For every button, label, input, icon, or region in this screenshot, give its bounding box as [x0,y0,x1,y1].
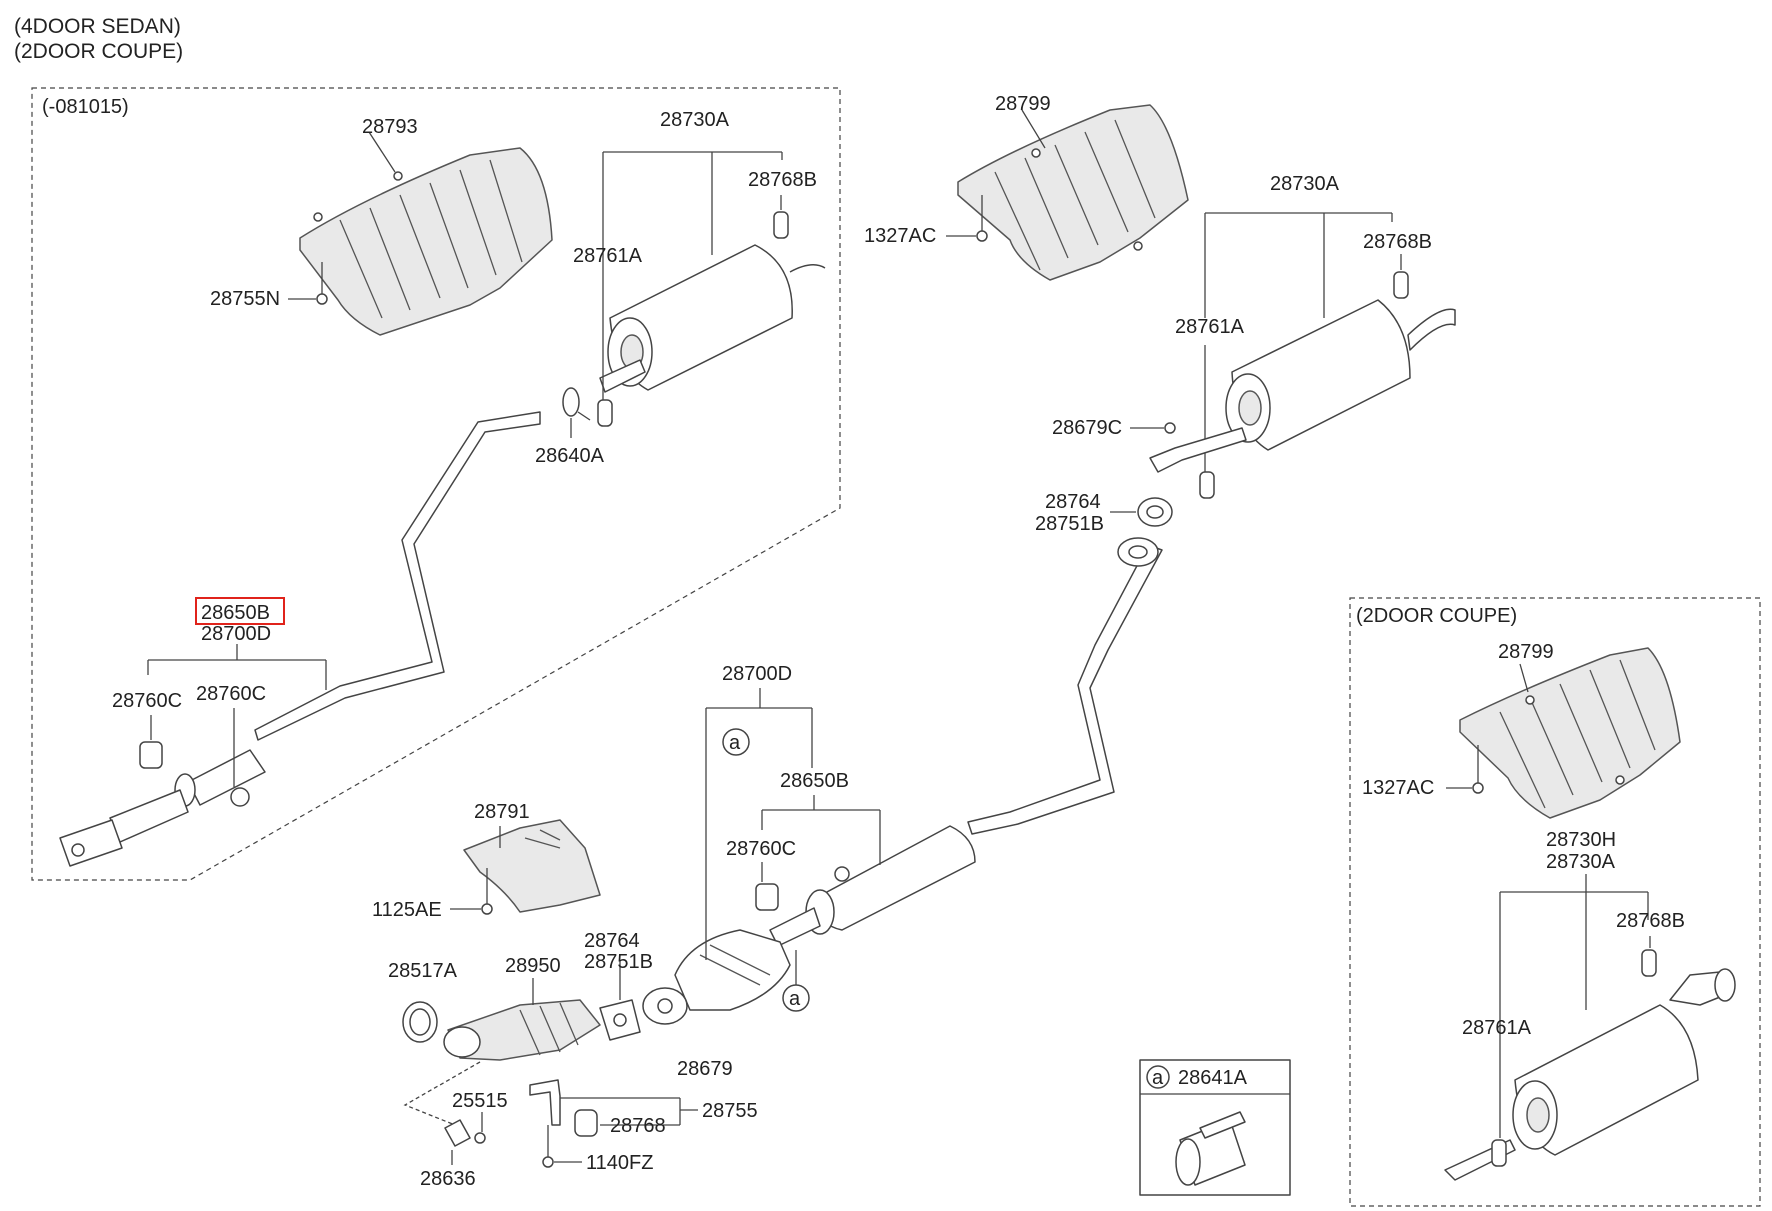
hanger-28760C-main[interactable] [755,866,850,911]
label-1327AC-top: 1327AC [864,225,936,247]
center-pipe-main[interactable] [967,544,1163,835]
label-28751B-manifold: 28751B [584,951,653,973]
highlight-28650B [195,597,285,625]
hanger-28768[interactable] [574,1109,598,1137]
hanger-28761A-coupe[interactable] [1491,1139,1507,1167]
front-pipe-28650B-sedan[interactable] [59,749,266,867]
coupe-box-title: (2DOOR COUPE) [1356,605,1517,627]
label-28730A-sedan: 28730A [660,109,730,131]
heat-shield-28791[interactable] [463,819,601,913]
svg-text:a: a [1152,1067,1164,1089]
header-4door-sedan: (4DOOR SEDAN) [14,15,181,38]
hanger-28760C-right[interactable] [230,787,250,807]
hanger-28768B-sedan[interactable] [773,211,789,239]
svg-text:a: a [789,988,801,1010]
label-28650B-main: 28650B [780,770,849,792]
sedan-early-box-title: (-081015) [42,96,129,118]
label-28760C-right: 28760C [196,683,266,705]
label-28760C-main: 28760C [726,838,796,860]
label-28761A-coupe: 28761A [1462,1017,1532,1039]
label-28950: 28950 [505,955,561,977]
label-28679: 28679 [677,1058,733,1080]
heat-shield-28793[interactable] [299,147,553,336]
center-pipe-flange[interactable] [1117,537,1159,567]
label-28755N: 28755N [210,288,280,310]
label-28768B-sedan: 28768B [748,169,817,191]
label-28761A-main: 28761A [1175,316,1245,338]
center-pipe-sedan[interactable] [254,411,541,741]
label-28517A: 28517A [388,960,458,982]
label-28760C-left: 28760C [112,690,182,712]
nut-25515[interactable] [474,1132,486,1144]
label-28791: 28791 [474,801,530,823]
pipe-clamp-28641A[interactable] [1175,1111,1246,1186]
nut-1327AC-top[interactable] [976,195,988,242]
bolt-1125AE[interactable] [481,868,493,915]
label-25515: 25515 [452,1090,508,1112]
exhaust-manifold-28950[interactable] [443,999,601,1061]
label-28730A-main: 28730A [1270,173,1340,195]
nut-28679C[interactable] [1164,422,1176,434]
hanger-28761A-main[interactable] [1199,471,1215,499]
muffler-28730A-main[interactable] [1225,299,1456,451]
svg-text:a: a [729,732,741,754]
bracket-28755[interactable] [529,1079,561,1126]
sedan-early-box [31,87,841,881]
label-28751B-main: 28751B [1035,513,1104,535]
bolt-1140FZ[interactable] [542,1125,554,1168]
label-28768: 28768 [610,1115,666,1137]
muffler-28730H-coupe[interactable] [1444,968,1736,1181]
nut-28755N[interactable] [316,262,328,305]
label-28679C: 28679C [1052,417,1122,439]
label-1140FZ: 1140FZ [586,1152,653,1174]
label-28730A-coupe: 28730A [1546,851,1616,873]
heat-shield-28799-top[interactable] [957,104,1189,281]
label-28730H: 28730H [1546,829,1616,851]
label-1125AE: 1125AE [372,899,442,921]
hanger-28768B-main[interactable] [1393,271,1409,299]
label-28764-main: 28764 [1045,491,1101,513]
label-28755: 28755 [702,1100,758,1122]
label-28799-top: 28799 [995,93,1051,115]
front-pipe-28650B-main[interactable] [769,825,976,947]
gasket-28764-main[interactable] [1137,497,1173,527]
label-28650B-sedan: 28650B [201,602,270,624]
clamp-ref-a: a [1146,1065,1170,1089]
label-1327AC-coupe: 1327AC [1362,777,1434,799]
hanger-28760C-left[interactable] [139,741,163,769]
label-28768B-main: 28768B [1363,231,1432,253]
header-2door-coupe: (2DOOR COUPE) [14,40,183,63]
callout-a-upper: a [722,728,750,756]
gasket-28764-manifold[interactable] [599,999,641,1041]
muffler-inlet-pipe[interactable] [1149,427,1247,473]
gasket-28640A[interactable] [562,387,591,421]
label-28768B-coupe: 28768B [1616,910,1685,932]
coupe-box [1349,597,1761,1207]
hanger-28761A-sedan[interactable] [597,399,613,427]
label-28799-coupe: 28799 [1498,641,1554,663]
stud-28636[interactable] [444,1119,471,1147]
label-28640A: 28640A [535,445,605,467]
label-28761A-sedan: 28761A [573,245,643,267]
label-28700D-main: 28700D [722,663,792,685]
heat-shield-28799-coupe[interactable] [1459,647,1681,819]
muffler-28730A-sedan[interactable] [599,244,826,393]
hanger-28768B-coupe[interactable] [1641,949,1657,977]
nut-1327AC-coupe[interactable] [1472,745,1484,794]
gasket-ring-28517A[interactable] [402,1001,438,1043]
label-28641A: 28641A [1178,1067,1248,1089]
label-28793: 28793 [362,116,418,138]
label-28636: 28636 [420,1168,476,1190]
catalytic-converter-28679[interactable] [642,929,791,1025]
callout-a-lower: a [782,984,810,1012]
label-28700D-sedan: 28700D [201,623,271,645]
label-28764-manifold: 28764 [584,930,640,952]
